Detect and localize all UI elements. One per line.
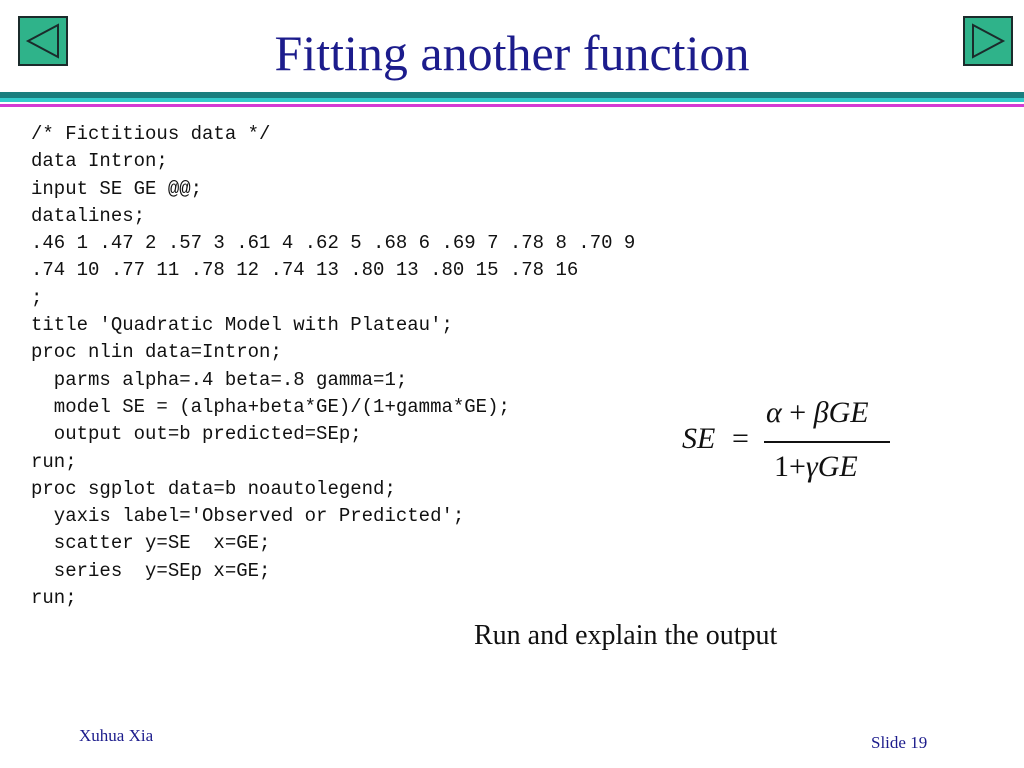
slide-number: Slide 19 bbox=[871, 733, 928, 752]
triangle-right-icon bbox=[972, 23, 1006, 59]
code-line: datalines; bbox=[31, 204, 146, 227]
header-divider-cyan bbox=[0, 98, 1024, 102]
code-line: data Intron; bbox=[31, 150, 168, 173]
code-line: run; bbox=[31, 587, 77, 610]
formula-lhs: SE bbox=[682, 422, 716, 455]
formula-plus: + bbox=[789, 450, 806, 483]
formula-numerator: α + βGE bbox=[766, 396, 869, 430]
code-line: scatter y=SE x=GE; bbox=[31, 532, 271, 555]
sas-code-block: /* Fictitious data */ data Intron; input S… bbox=[31, 121, 635, 612]
header-divider-teal bbox=[0, 92, 1024, 98]
formula-gamma: γ bbox=[805, 450, 818, 483]
instruction-caption: Run and explain the output bbox=[474, 620, 778, 651]
model-formula: SE = α + βGE 1+γGE bbox=[682, 396, 897, 490]
formula-denominator: 1+γGE bbox=[774, 450, 858, 484]
code-line: title 'Quadratic Model with Plateau'; bbox=[31, 314, 453, 337]
code-line: output out=b predicted=SEp; bbox=[31, 423, 362, 446]
formula-one: 1 bbox=[774, 450, 789, 483]
formula-equals: = bbox=[732, 422, 749, 455]
code-line: yaxis label='Observed or Predicted'; bbox=[31, 505, 465, 528]
formula-var: GE bbox=[828, 396, 869, 429]
code-line: .46 1 .47 2 .57 3 .61 4 .62 5 .68 6 .69 … bbox=[31, 232, 636, 255]
code-line: series y=SEp x=GE; bbox=[31, 559, 271, 582]
code-line: input SE GE @@; bbox=[31, 177, 203, 200]
formula-beta: β bbox=[813, 396, 829, 429]
fraction-bar bbox=[764, 441, 890, 443]
code-line: run; bbox=[31, 450, 77, 473]
previous-slide-button[interactable] bbox=[18, 16, 68, 66]
code-line: parms alpha=.4 beta=.8 gamma=1; bbox=[31, 368, 408, 391]
formula-alpha: α bbox=[766, 396, 782, 429]
next-slide-button[interactable] bbox=[963, 16, 1013, 66]
code-line: /* Fictitious data */ bbox=[31, 123, 271, 145]
code-line: model SE = (alpha+beta*GE)/(1+gamma*GE); bbox=[31, 395, 510, 418]
code-line: proc sgplot data=b noautolegend; bbox=[31, 477, 396, 500]
header-divider-pink bbox=[0, 104, 1024, 107]
formula-var: GE bbox=[817, 450, 858, 483]
author-name: Xuhua Xia bbox=[79, 726, 154, 745]
code-line: .74 10 .77 11 .78 12 .74 13 .80 13 .80 1… bbox=[31, 259, 579, 282]
code-line: ; bbox=[31, 286, 43, 309]
slide-title: Fitting another function bbox=[274, 25, 750, 81]
code-line: proc nlin data=Intron; bbox=[31, 341, 282, 364]
formula-plus: + bbox=[789, 396, 807, 429]
triangle-left-icon bbox=[25, 23, 59, 59]
